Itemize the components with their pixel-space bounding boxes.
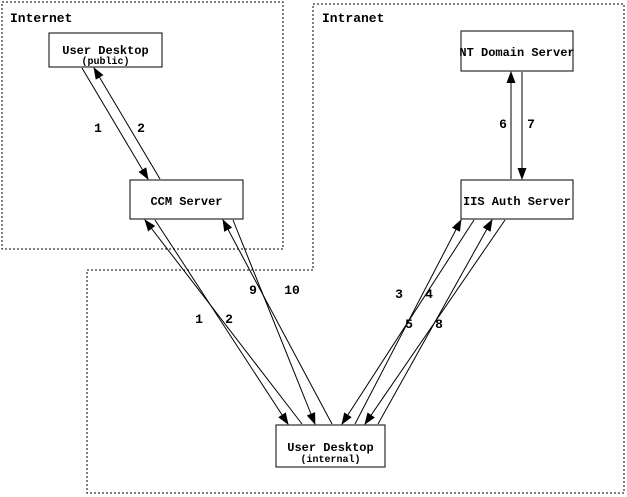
edge-label-step9-internal-to-ccm: 9 <box>249 283 257 298</box>
edge-label-step1-public-to-ccm: 1 <box>94 121 102 136</box>
edge-label-step10-ccm-to-internal: 10 <box>284 283 300 298</box>
edge-step10-ccm-to-internal <box>232 219 316 425</box>
node-user-desktop-internal-title: User Desktop <box>287 441 373 455</box>
node-ccm-server: CCM Server <box>129 179 244 220</box>
edge-step1-public-to-ccm <box>81 67 149 180</box>
edge-label-step5-internal-to-iis: 5 <box>405 317 413 332</box>
edge-label-step7-nt-to-iis: 7 <box>527 117 535 132</box>
edge-step4-iis-to-internal <box>341 219 475 425</box>
edge-label-step4-iis-to-internal: 4 <box>425 287 433 302</box>
node-nt-domain-server-box <box>460 30 574 72</box>
node-nt-domain-server-title: NT Domain Server <box>459 46 574 60</box>
region-internet: Internet <box>1 1 284 250</box>
edge-label-step1-internal-to-ccm: 1 <box>195 312 203 327</box>
edge-step8-iis-to-internal <box>364 219 506 425</box>
edge-step1-internal-to-ccm <box>144 219 303 425</box>
edge-step2-ccm-to-internal <box>154 219 289 425</box>
region-internet-border <box>1 1 284 250</box>
edge-label-step6-iis-to-nt: 6 <box>499 117 507 132</box>
node-iis-auth-server: IIS Auth Server <box>460 179 574 220</box>
edge-label-step2-ccm-to-internal: 2 <box>225 312 233 327</box>
node-user-desktop-internal-subtitle: (internal) <box>300 454 360 466</box>
region-intranet: Intranet <box>86 3 625 494</box>
edge-label-step3-internal-to-iis: 3 <box>395 287 403 302</box>
node-user-desktop-internal-box <box>275 424 386 468</box>
node-iis-auth-server-title: IIS Auth Server <box>463 195 571 209</box>
node-nt-domain-server: NT Domain Server <box>459 30 575 72</box>
edge-step2-ccm-to-public <box>93 67 161 180</box>
node-user-desktop-internal: User Desktop(internal) <box>275 424 386 468</box>
edge-label-step2-ccm-to-public: 2 <box>137 121 145 136</box>
node-ccm-server-title: CCM Server <box>150 195 222 209</box>
region-intranet-border <box>86 3 625 494</box>
edge-step9-internal-to-ccm <box>222 219 333 425</box>
node-user-desktop-public-box <box>48 32 163 68</box>
region-internet-label: Internet <box>10 11 72 26</box>
region-intranet-label: Intranet <box>322 11 384 26</box>
node-iis-auth-server-box <box>460 179 574 220</box>
edge-label-step8-iis-to-internal: 8 <box>435 317 443 332</box>
node-user-desktop-public-subtitle: (public) <box>81 56 129 68</box>
node-ccm-server-box <box>129 179 244 220</box>
node-user-desktop-public: User Desktop(public) <box>48 32 163 68</box>
node-user-desktop-public-title: User Desktop <box>62 44 148 58</box>
